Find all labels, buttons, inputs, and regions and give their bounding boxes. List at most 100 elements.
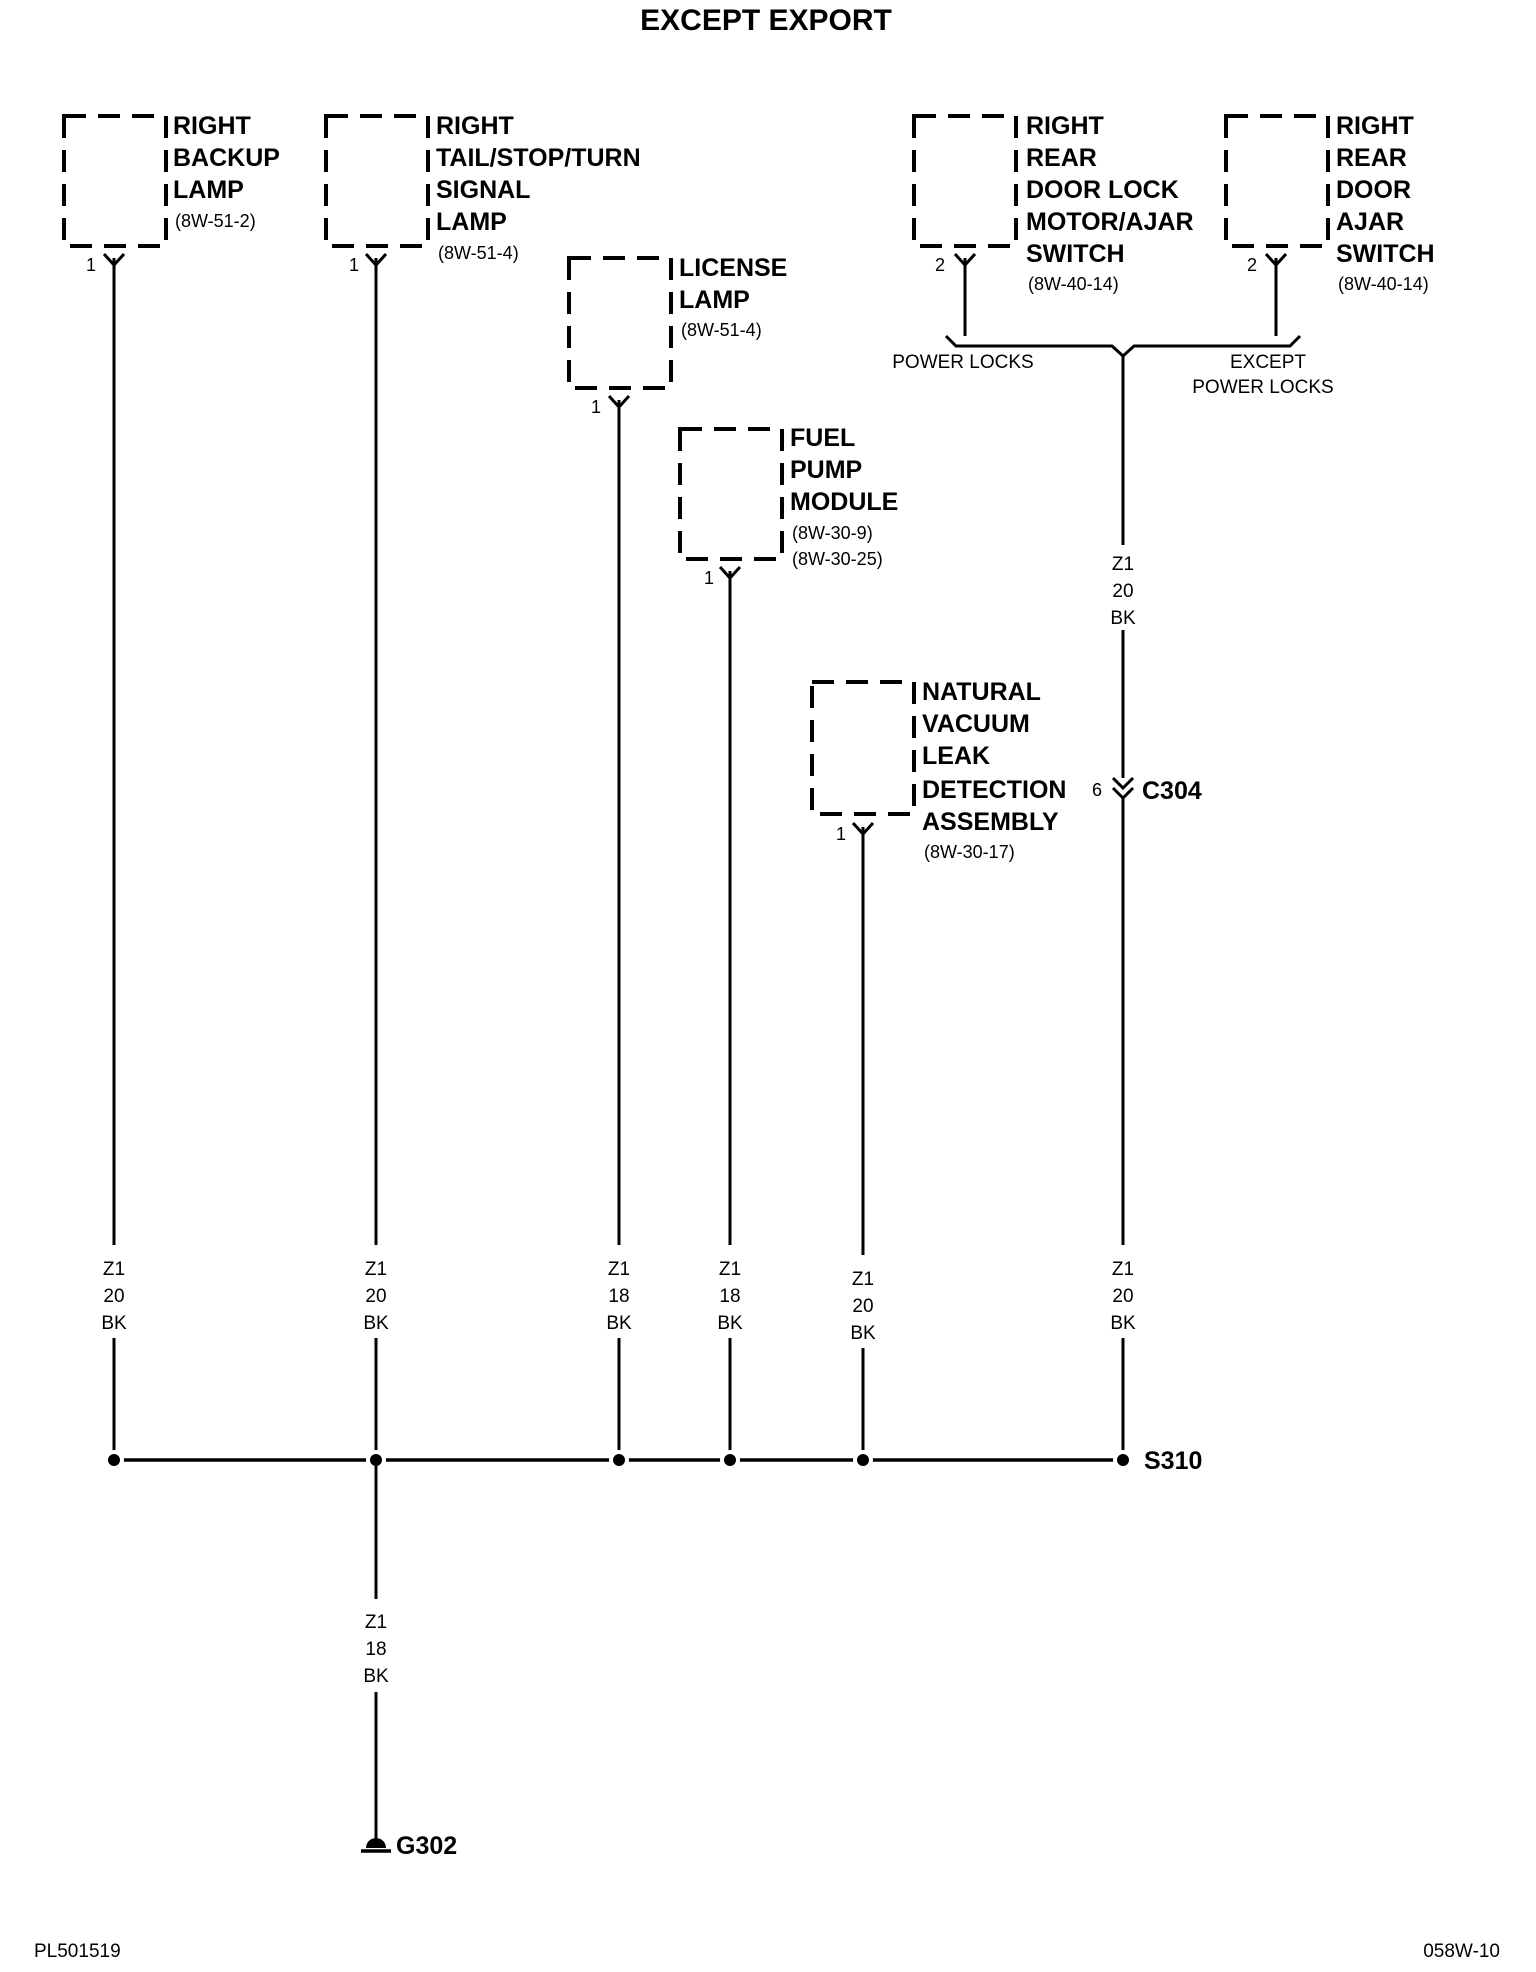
wire-color: BK: [363, 1666, 389, 1687]
ground-icon: [366, 1838, 386, 1848]
component-name-line: RIGHT: [1026, 112, 1104, 140]
wire-label: Z1 20 BK: [1110, 554, 1136, 629]
component-box: [1224, 114, 1330, 248]
component-name-line: MODULE: [790, 488, 898, 516]
pin-number: 2: [1247, 255, 1257, 275]
option-label-power-locks: POWER LOCKS: [892, 352, 1033, 373]
component-right-rear-door-lock-motor-ajar-switch: RIGHT REAR DOOR LOCK MOTOR/AJAR SWITCH (…: [912, 112, 1194, 294]
component-box: [810, 680, 916, 816]
wire-circuit: Z1: [103, 1259, 125, 1280]
ground-name: G302: [396, 1832, 457, 1860]
pin-number: 1: [591, 397, 601, 417]
splice-node: [1113, 1450, 1133, 1470]
page-reference: (8W-51-4): [681, 320, 762, 340]
page-reference: (8W-40-14): [1338, 274, 1429, 294]
wire-color: BK: [101, 1313, 127, 1334]
component-name-line: ASSEMBLY: [922, 808, 1059, 836]
wire-gauge: 20: [1112, 581, 1133, 602]
pin-number: 1: [349, 255, 359, 275]
page-reference: (8W-30-25): [792, 549, 883, 569]
page-reference: (8W-51-2): [175, 211, 256, 231]
pin-number: 1: [836, 824, 846, 844]
wire-circuit: Z1: [365, 1259, 387, 1280]
wire-label: Z1 18 BK: [717, 1259, 743, 1334]
wire-color: BK: [1110, 1313, 1136, 1334]
component-name-line: SWITCH: [1336, 240, 1435, 268]
wire-circuit: Z1: [852, 1269, 874, 1290]
footer-page-code: 058W-10: [1423, 1941, 1500, 1962]
wire-circuit: Z1: [608, 1259, 630, 1280]
wire-gauge: 18: [608, 1286, 629, 1307]
pin-number: 2: [935, 255, 945, 275]
wire-label: Z1 18 BK: [606, 1259, 632, 1334]
wire-label: Z1 20 BK: [850, 1269, 876, 1344]
component-name-line: DOOR LOCK: [1026, 176, 1179, 204]
component-right-tail-stop-turn-signal-lamp: RIGHT TAIL/STOP/TURN SIGNAL LAMP (8W-51-…: [324, 112, 641, 275]
component-name-line: REAR: [1336, 144, 1407, 172]
splice-node: [853, 1450, 873, 1470]
wire-color: BK: [717, 1313, 743, 1334]
splice-name: S310: [1144, 1447, 1202, 1475]
component-name-line: LAMP: [436, 208, 507, 236]
component-name-line: SIGNAL: [436, 176, 530, 204]
component-license-lamp: LICENSE LAMP (8W-51-4) 1: [567, 254, 787, 417]
component-natural-vacuum-leak-detection-assembly: NATURAL VACUUM LEAK DETECTION ASSEMBLY (…: [810, 678, 1066, 862]
component-name-line: NATURAL: [922, 678, 1041, 706]
option-label-except-power-locks: EXCEPT: [1230, 352, 1306, 373]
splice-s310: S310: [104, 1447, 1202, 1475]
splice-node: [720, 1450, 740, 1470]
component-box: [567, 256, 673, 390]
wire-gauge: 18: [365, 1639, 386, 1660]
component-name-line: FUEL: [790, 424, 855, 452]
splice-node: [609, 1450, 629, 1470]
component-name-line: RIGHT: [436, 112, 514, 140]
component-name-line: RIGHT: [173, 112, 251, 140]
component-name-line: TAIL/STOP/TURN: [436, 144, 641, 172]
pin-number: 1: [704, 568, 714, 588]
component-name-line: REAR: [1026, 144, 1097, 172]
wire-label: Z1 20 BK: [363, 1259, 389, 1334]
wire-circuit: Z1: [1112, 1259, 1134, 1280]
splice-node: [104, 1450, 124, 1470]
wire-label: Z1 20 BK: [1110, 1259, 1136, 1334]
connector-chevron-icon: [1111, 776, 1135, 801]
component-box: [678, 427, 784, 561]
page-reference: (8W-30-9): [792, 523, 873, 543]
component-name-line: MOTOR/AJAR: [1026, 208, 1194, 236]
wire-color: BK: [1110, 608, 1136, 629]
component-fuel-pump-module: FUEL PUMP MODULE (8W-30-9) (8W-30-25) 1: [678, 424, 898, 588]
component-name-line: LAMP: [173, 176, 244, 204]
component-name-line: RIGHT: [1336, 112, 1414, 140]
splice-node: [366, 1450, 386, 1470]
diagram-title: EXCEPT EXPORT: [640, 4, 892, 37]
component-name-line: DOOR: [1336, 176, 1411, 204]
option-label-except-power-locks: POWER LOCKS: [1192, 377, 1333, 398]
wire-label: Z1 20 BK: [101, 1259, 127, 1334]
component-name-line: AJAR: [1336, 208, 1404, 236]
component-name-line: BACKUP: [173, 144, 280, 172]
wire-gauge: 18: [719, 1286, 740, 1307]
page-reference: (8W-51-4): [438, 243, 519, 263]
wire-circuit: Z1: [1112, 554, 1134, 575]
component-name-line: SWITCH: [1026, 240, 1125, 268]
component-box: [62, 114, 168, 248]
component-name-line: PUMP: [790, 456, 862, 484]
component-box: [912, 114, 1018, 248]
wire-color: BK: [363, 1313, 389, 1334]
page-reference: (8W-30-17): [924, 842, 1015, 862]
wire-gauge: 20: [1112, 1286, 1133, 1307]
wire-gauge: 20: [852, 1296, 873, 1317]
wire-circuit: Z1: [719, 1259, 741, 1280]
connector-c304: 6 C304: [1092, 776, 1202, 805]
footer-figure-id: PL501519: [34, 1941, 121, 1962]
component-name-line: LICENSE: [679, 254, 787, 282]
component-right-backup-lamp: RIGHT BACKUP LAMP (8W-51-2) 1: [62, 112, 280, 275]
connector-pin-number: 6: [1092, 780, 1102, 800]
component-right-rear-door-ajar-switch: RIGHT REAR DOOR AJAR SWITCH (8W-40-14) 2: [1224, 112, 1435, 294]
wire-gauge: 20: [365, 1286, 386, 1307]
wire-label: Z1 18 BK: [363, 1612, 389, 1687]
component-name-line: LAMP: [679, 286, 750, 314]
component-name-line: DETECTION: [922, 776, 1066, 804]
wire-gauge: 20: [103, 1286, 124, 1307]
